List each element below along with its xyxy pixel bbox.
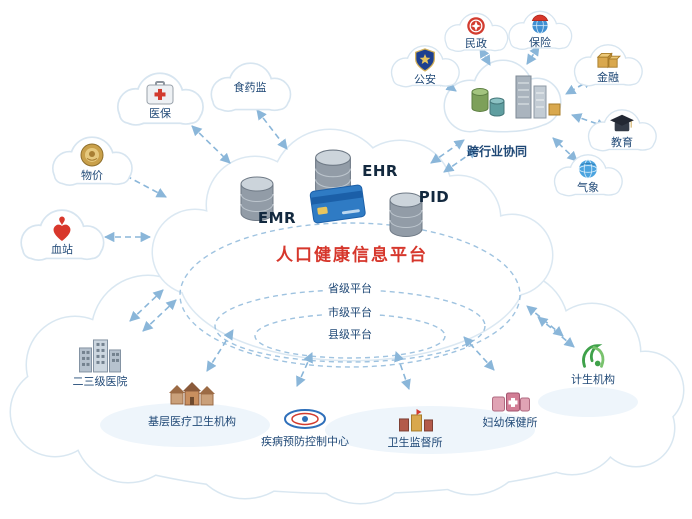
graduation-cap-icon: [610, 114, 634, 132]
node-label: 公安: [414, 72, 436, 86]
node-label: 疾病预防控制中心: [261, 434, 349, 448]
node-primary-care: 基层医疗卫生机构: [148, 380, 236, 428]
cross-industry-label: 跨行业协同: [466, 144, 528, 159]
arrow: [463, 336, 495, 371]
arrow: [296, 352, 313, 387]
family-planning-icon: [582, 344, 605, 368]
node-label: 基层医疗卫生机构: [148, 414, 236, 428]
node-label: 教育: [611, 135, 633, 149]
node-finance: 金融: [595, 48, 621, 84]
node-label: 二三级医院: [72, 374, 128, 388]
node-education: 教育: [609, 113, 635, 149]
node-civil-affairs: 民政: [465, 16, 487, 50]
village-houses-icon: [169, 381, 215, 406]
node-label: 气象: [577, 180, 599, 194]
connection-arrows: [103, 45, 607, 390]
city-level-label: 市级平台: [323, 304, 377, 320]
blood-station-icon: [53, 216, 71, 241]
node-family-planning: 计生机构: [571, 340, 615, 386]
pid-label: PID: [418, 188, 450, 206]
province-level-ellipse: [179, 222, 521, 368]
node-maternal-child-care: 妇幼保健所: [483, 387, 538, 429]
price-emblem-icon: [80, 143, 104, 167]
arrow: [191, 125, 231, 164]
insurance-globe-icon: [531, 14, 549, 34]
node-medical-insurance: 医保: [145, 80, 175, 120]
platform-title: 人口健康信息平台: [272, 240, 432, 266]
arrow: [394, 351, 411, 390]
city-level-ellipse: [214, 289, 486, 363]
node-cdc: 疾病预防控制中心: [261, 404, 349, 448]
county-level-ellipse: [254, 313, 446, 359]
gold-blocks-icon: [596, 52, 621, 69]
arrow: [256, 109, 288, 150]
node-price-bureau: 物价: [79, 142, 105, 182]
node-label: 医保: [149, 106, 171, 120]
node-hospitals: 二三级医院: [73, 336, 128, 388]
supervision-cluster-icon: [398, 408, 433, 432]
ehr-label: EHR: [362, 162, 398, 180]
arrow: [552, 137, 578, 162]
node-label: 妇幼保健所: [482, 415, 538, 429]
arrow: [443, 148, 478, 173]
arrow: [526, 45, 540, 65]
node-food-drug-admin: 食药监: [234, 82, 267, 94]
medical-case-icon: [146, 80, 174, 105]
health-card-icon: [309, 183, 368, 228]
police-badge-icon: [415, 48, 435, 72]
globe-icon: [578, 159, 598, 179]
node-blood-station: 血站: [49, 216, 75, 256]
maternal-care-icon: [491, 392, 530, 412]
arrow: [206, 329, 234, 372]
node-health-supervision: 卫生监督所: [388, 407, 443, 449]
county-level-label: 县级平台: [323, 326, 377, 342]
province-level-label: 省级平台: [323, 280, 377, 296]
arrow: [571, 113, 607, 129]
arrow: [479, 47, 491, 66]
node-label: 金融: [597, 70, 619, 84]
arrow: [537, 316, 575, 348]
node-meteorology: 气象: [577, 158, 599, 194]
node-police: 公安: [414, 48, 436, 86]
civil-affairs-emblem-icon: [467, 17, 485, 35]
node-label: 血站: [51, 242, 73, 256]
node-label: 保险: [529, 35, 551, 49]
node-label: 民政: [465, 36, 487, 50]
hospital-buildings-icon: [78, 339, 121, 373]
node-label: 计生机构: [571, 372, 615, 386]
node-insurance: 保险: [529, 13, 551, 49]
node-label: 食药监: [233, 80, 267, 94]
server-stack-icon: [471, 75, 561, 119]
node-label: 物价: [81, 168, 103, 182]
emr-label: EMR: [257, 209, 297, 227]
node-label: 卫生监督所: [387, 435, 443, 449]
cdc-emblem-icon: [284, 408, 326, 429]
arrow: [142, 299, 177, 332]
